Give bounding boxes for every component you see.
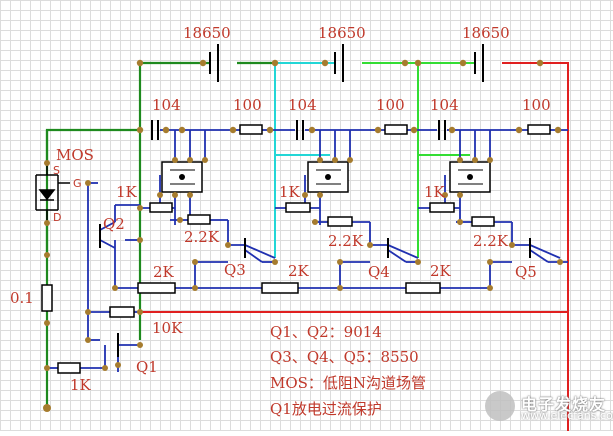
resistor-q1-base — [57, 362, 81, 374]
resistor-1k-2 — [285, 202, 311, 213]
label-chain-resistor-1: 2K — [153, 263, 175, 281]
watermark: 电子发烧友 www.elecfans.com — [485, 389, 613, 425]
label-capacitor-3: 104 — [430, 96, 459, 114]
resistor-2-2k-2 — [327, 216, 353, 227]
resistor-2-2k-3 — [471, 216, 495, 227]
label-capacitor-1: 104 — [152, 96, 181, 114]
label-base-resistor-1: 2.2K — [184, 228, 220, 246]
note-line-1: Q1、Q2：9014 — [270, 323, 382, 341]
junction-nodes — [43, 59, 563, 412]
resistor-2-2k-1 — [187, 214, 211, 225]
label-sense-resistor-1: 1K — [116, 183, 138, 201]
resistor-100-2 — [384, 124, 408, 135]
resistor-2k-1 — [137, 282, 176, 294]
label-q3: Q3 — [224, 261, 246, 279]
label-battery-3: 18650 — [462, 24, 510, 42]
watermark-title: 电子发烧友 — [521, 395, 607, 414]
label-mos-drain: D — [53, 211, 61, 224]
label-q4: Q4 — [368, 263, 390, 281]
battery-2 — [334, 44, 344, 82]
resistor-100-3 — [527, 124, 551, 135]
label-filter-resistor-1: 100 — [233, 96, 262, 114]
label-base-resistor-2: 2.2K — [328, 232, 364, 250]
green-wires — [45, 61, 275, 410]
label-filter-resistor-2: 100 — [376, 96, 405, 114]
label-pulldown: 10K — [152, 319, 183, 337]
label-sense-resistor-3: 1K — [424, 183, 446, 201]
resistor-2k-3 — [405, 282, 441, 294]
battery-3 — [474, 44, 484, 82]
label-chain-resistor-2: 2K — [288, 262, 310, 280]
ic-2 — [307, 161, 349, 193]
resistors — [41, 124, 551, 374]
red-wires — [140, 62, 569, 431]
label-base-resistor-3: 2.2K — [473, 232, 509, 250]
label-q1: Q1 — [136, 358, 158, 376]
label-filter-resistor-3: 100 — [522, 96, 551, 114]
label-q5: Q5 — [515, 263, 537, 281]
ic-3 — [449, 161, 491, 193]
label-mos-source: S — [53, 164, 60, 177]
cyan-wires — [274, 62, 335, 258]
resistor-10k — [109, 306, 135, 318]
label-mos: MOS — [56, 146, 94, 164]
capacitor-1 — [151, 120, 159, 140]
resistor-1k-1 — [149, 202, 173, 213]
capacitor-3 — [438, 120, 446, 140]
label-mos-gate: G — [73, 177, 82, 190]
label-shunt: 0.1 — [10, 289, 34, 307]
battery-1 — [209, 44, 219, 82]
note-line-3: MOS：低阻N沟道场管 — [270, 374, 426, 392]
label-battery-1: 18650 — [183, 24, 231, 42]
resistor-2k-2 — [261, 282, 299, 294]
label-q2: Q2 — [103, 215, 125, 233]
note-line-2: Q3、Q4、Q5：8550 — [270, 348, 419, 366]
label-chain-resistor-3: 2K — [430, 262, 452, 280]
resistor-100-1 — [239, 124, 263, 135]
ic-1 — [161, 161, 203, 193]
label-sense-resistor-2: 1K — [279, 183, 301, 201]
watermark-subtitle: www.elecfans.com — [521, 409, 613, 422]
watermark-logo-icon — [485, 391, 515, 421]
capacitor-2 — [296, 120, 304, 140]
resistor-shunt — [41, 284, 53, 312]
label-q1-base: 1K — [70, 376, 92, 394]
resistor-1k-3 — [429, 202, 455, 213]
note-line-4: Q1放电过流保护 — [270, 400, 382, 418]
label-battery-2: 18650 — [318, 24, 366, 42]
label-capacitor-2: 104 — [288, 96, 317, 114]
